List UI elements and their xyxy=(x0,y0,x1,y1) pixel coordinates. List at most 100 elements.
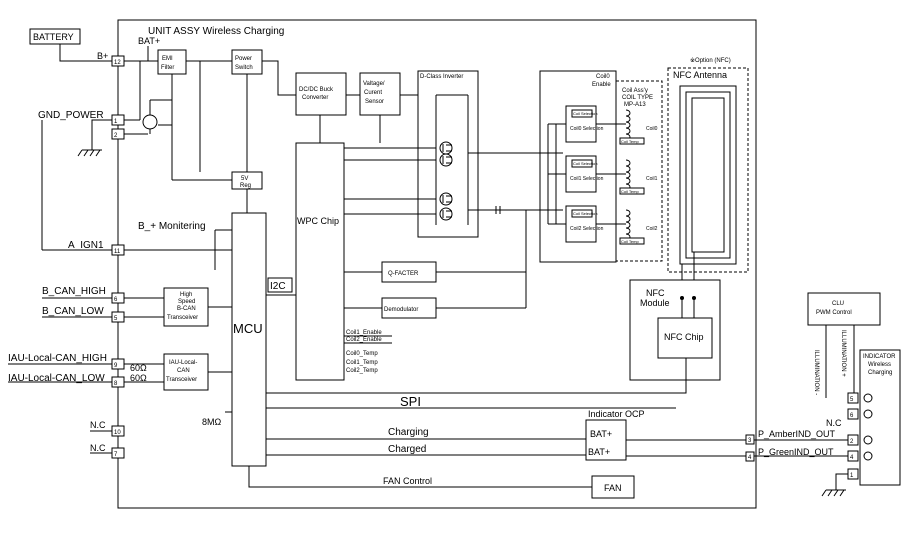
connector-pin: 11 xyxy=(111,244,125,256)
svg-text:Coil Selection: Coil Selection xyxy=(573,111,597,116)
svg-text:Coil0 Selection: Coil0 Selection xyxy=(570,126,604,132)
emi-filter-label-2: Filter xyxy=(161,65,174,71)
connector-pin: 12 xyxy=(111,55,125,67)
option-nfc-note: ※Option (NFC) xyxy=(690,57,731,64)
svg-text:5: 5 xyxy=(850,397,854,403)
svg-text:B-CAN: B-CAN xyxy=(177,306,196,312)
mcu-label: MCU xyxy=(233,321,263,336)
svg-text:Coil Selection: Coil Selection xyxy=(573,161,597,166)
nfc-chip-block xyxy=(657,317,713,359)
nc-label-2: N.C xyxy=(90,443,106,453)
iau-can-high-label: IAU-Local-CAN_HIGH xyxy=(8,353,107,364)
svg-text:Coil Temp: Coil Temp xyxy=(621,189,639,194)
svg-text:BAT+: BAT+ xyxy=(588,447,610,457)
spi-label: SPI xyxy=(400,394,421,409)
i2c-label: I2C xyxy=(270,281,286,292)
connector-pin: 5 xyxy=(111,311,125,323)
svg-text:Sensor: Sensor xyxy=(365,99,384,105)
fan-control-label: FAN Control xyxy=(383,476,432,486)
svg-text:60Ω: 60Ω xyxy=(130,373,147,383)
indicator-pin: 2 xyxy=(847,434,873,446)
fan-label: FAN xyxy=(604,483,622,493)
svg-text:4: 4 xyxy=(748,455,752,461)
indicator-pin: 4 xyxy=(847,450,873,462)
svg-text:Coil Selection: Coil Selection xyxy=(573,211,597,216)
wpc-chip-label: WPC Chip xyxy=(297,216,339,226)
mcu-block xyxy=(231,212,267,467)
svg-text:Coil1_Temp: Coil1_Temp xyxy=(346,360,378,366)
b-plus-label: B+ xyxy=(97,51,108,61)
svg-text:Coil2: Coil2 xyxy=(646,226,658,232)
svg-text:1: 1 xyxy=(850,473,854,479)
indicator-pin: 1 xyxy=(847,468,859,480)
hs-bcan-block xyxy=(163,287,209,327)
indicator-pin: 5 xyxy=(847,392,873,404)
svg-text:8MΩ: 8MΩ xyxy=(202,417,222,427)
svg-text:60Ω: 60Ω xyxy=(130,363,147,373)
svg-text:Wireless: Wireless xyxy=(868,362,891,368)
svg-text:7: 7 xyxy=(114,452,118,458)
svg-text:9: 9 xyxy=(114,363,118,369)
svg-text:ILLUMINATION +: ILLUMINATION + xyxy=(840,330,846,377)
svg-text:CAN: CAN xyxy=(177,368,190,374)
clu-block xyxy=(807,292,881,326)
gnd-power-label: GND_POWER xyxy=(38,110,104,121)
svg-text:Speed: Speed xyxy=(178,299,195,305)
svg-text:Demodulator: Demodulator xyxy=(384,307,418,313)
b-monitoring-label: B_+ Monitering xyxy=(138,221,206,232)
connector-pin: 6 xyxy=(111,292,125,304)
charged-label: Charged xyxy=(388,444,426,455)
p-amber-label: P_AmberIND_OUT xyxy=(758,429,836,439)
svg-text:Coil Temp: Coil Temp xyxy=(621,239,639,244)
svg-text:BAT+: BAT+ xyxy=(590,429,612,439)
svg-text:5: 5 xyxy=(114,316,118,322)
indicator-pin: 6 xyxy=(847,408,873,420)
battery-box xyxy=(29,28,81,45)
connector-pin: 9 xyxy=(111,358,125,370)
dcdc-block xyxy=(295,72,347,116)
svg-text:4: 4 xyxy=(850,455,854,461)
svg-text:8: 8 xyxy=(114,381,118,387)
svg-text:Charging: Charging xyxy=(868,370,892,376)
svg-text:Coil2_Enable: Coil2_Enable xyxy=(346,337,382,343)
svg-text:Module: Module xyxy=(640,298,670,308)
svg-text:Coil1_Enable: Coil1_Enable xyxy=(346,330,382,336)
dclass-inverter-block xyxy=(417,70,479,238)
p-green-label: P_GreenIND_OUT xyxy=(758,447,834,457)
svg-text:NFC: NFC xyxy=(646,288,665,298)
b-can-high-label: B_CAN_HIGH xyxy=(42,286,106,297)
mosfet-icon xyxy=(439,207,453,221)
svg-text:Reg: Reg xyxy=(240,183,251,189)
svg-text:12: 12 xyxy=(114,60,121,66)
charging-label: Charging xyxy=(388,427,429,438)
iau-can-low-label: IAU-Local-CAN_LOW xyxy=(8,373,105,384)
svg-text:10: 10 xyxy=(114,430,121,436)
b-can-low-label: B_CAN_LOW xyxy=(42,306,104,317)
vc-sensor-block xyxy=(359,72,401,116)
svg-text:6: 6 xyxy=(850,413,854,419)
svg-text:Coil0: Coil0 xyxy=(646,126,658,132)
nc-label-1: N.C xyxy=(90,420,106,430)
wpc-chip-block xyxy=(295,142,345,381)
connector-pin: 8 xyxy=(111,376,125,388)
svg-text:2: 2 xyxy=(114,133,118,139)
svg-text:Coil1 Selection: Coil1 Selection xyxy=(570,176,604,182)
unit-assy-outline xyxy=(117,19,757,509)
svg-text:Coil0: Coil0 xyxy=(596,74,610,80)
svg-text:IAU-Local-: IAU-Local- xyxy=(169,360,197,366)
svg-text:3: 3 xyxy=(748,438,752,444)
svg-text:Coil Ass'y: Coil Ass'y xyxy=(622,88,648,94)
svg-text:Q-FACTER: Q-FACTER xyxy=(388,271,419,277)
svg-text:Converter: Converter xyxy=(302,95,328,101)
svg-text:COIL TYPE: COIL TYPE xyxy=(622,95,653,101)
i2c-label-box xyxy=(267,277,293,293)
mosfet-icon xyxy=(439,153,453,167)
a-ign1-label: A_IGN1 xyxy=(68,240,104,251)
connector-pin: 1 xyxy=(111,114,125,126)
emi-filter-block xyxy=(157,49,187,75)
indicator-ocp-label: Indicator OCP xyxy=(588,409,645,419)
svg-text:CLU: CLU xyxy=(832,301,844,307)
